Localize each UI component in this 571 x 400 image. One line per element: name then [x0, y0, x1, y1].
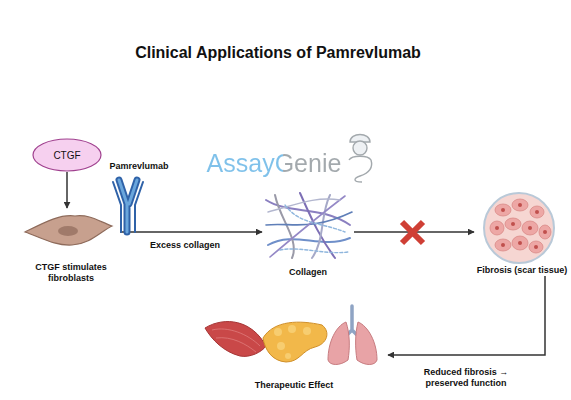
cell-nucleus	[58, 226, 78, 236]
edge-label: Reduced fibrosis → preserved function	[410, 367, 522, 389]
muscle-striations	[212, 329, 260, 352]
cell-nucleus	[518, 203, 522, 207]
collagen-fiber	[268, 238, 350, 245]
pancreas-organ	[263, 322, 327, 362]
muscle-organ	[205, 322, 266, 357]
tissue-cells	[490, 199, 551, 253]
diagram-title: Clinical Applications of Pamrevlumab	[0, 44, 556, 62]
node-text: CTGF stimulates fibroblasts	[22, 262, 120, 284]
collagen-fiber	[285, 205, 345, 232]
block-cross	[402, 222, 423, 243]
flow-arrow	[388, 276, 545, 355]
fibroblast-cell	[25, 216, 112, 245]
drug-label: Pamrevlumab	[100, 161, 178, 172]
cross-stroke	[402, 222, 423, 243]
lung-left	[328, 322, 349, 365]
tissue-cell	[495, 239, 511, 251]
tissue-cell	[505, 218, 521, 230]
watermark: AssayGenie	[203, 149, 345, 177]
genie-head	[353, 141, 367, 155]
node-text: Therapeutic Effect	[255, 380, 334, 391]
node-text: Collagen	[289, 267, 327, 278]
pancreas-lobule	[288, 325, 296, 333]
ellipse-shape	[33, 139, 101, 171]
collagen-node: Collagen	[262, 190, 354, 278]
cell-nucleus	[511, 222, 515, 226]
pancreas-lobules	[274, 325, 311, 359]
tissue-cell	[490, 221, 504, 235]
antibody-chain	[113, 182, 143, 232]
antibody-symbol	[113, 180, 143, 232]
tissue-cell	[539, 225, 551, 239]
cell-nucleus	[518, 241, 522, 245]
collagen-fiber	[266, 212, 352, 225]
fibrotic-tissue	[484, 193, 554, 263]
muscle-striation	[216, 338, 256, 352]
genie-icon	[349, 135, 372, 183]
cross-stroke	[402, 222, 423, 243]
collagen-fiber	[280, 249, 348, 253]
cell-nucleus	[543, 230, 547, 234]
cell-nucleus	[534, 245, 538, 249]
pancreas-lobule	[285, 353, 291, 359]
tissue-cell	[522, 221, 538, 235]
node-text: Fibrosis (scar tissue)	[477, 265, 568, 276]
tissue-cell	[495, 204, 511, 216]
edge-label: Excess collagen	[140, 240, 230, 251]
organs-node: Therapeutic Effect	[200, 305, 388, 391]
genie-body	[349, 156, 372, 182]
collagen-fibers	[266, 193, 352, 258]
pancreas-lobule	[274, 328, 282, 336]
tissue-cell	[512, 236, 528, 250]
collagen-fiber	[268, 199, 340, 212]
node-text: CTGF	[53, 150, 80, 161]
cell-nucleus	[535, 210, 539, 214]
tissue-cell	[512, 199, 528, 211]
cell-nucleus	[501, 208, 505, 212]
cell-nucleus	[495, 226, 499, 230]
lung-right	[356, 322, 377, 365]
cell-node: CTGF stimulates fibroblasts	[22, 208, 120, 284]
collagen-fiber	[300, 193, 335, 258]
pancreas-lobule	[303, 327, 311, 335]
cell-nucleus	[501, 243, 505, 247]
pancreas-lobule	[277, 342, 285, 350]
tissue-node: Fibrosis (scar tissue)	[474, 192, 570, 276]
cell-nucleus	[528, 226, 532, 230]
flow-arrow	[120, 231, 262, 233]
tissue-cell	[529, 241, 543, 253]
tissue-cell	[530, 206, 544, 218]
protein-ellipse: CTGF	[32, 138, 102, 172]
collagen-fiber	[270, 196, 345, 257]
flow-arrow	[66, 172, 68, 208]
cell-nuclei	[495, 203, 547, 249]
